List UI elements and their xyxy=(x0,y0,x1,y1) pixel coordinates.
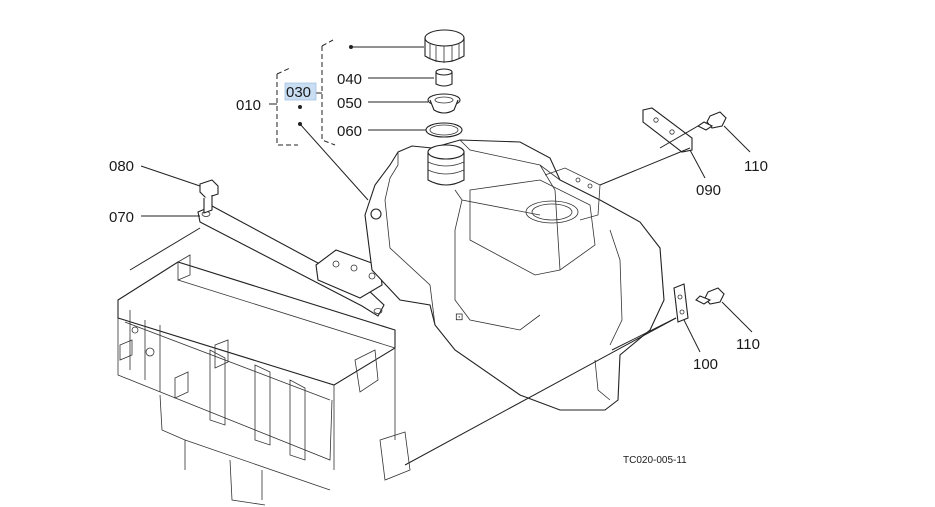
part-040-drawing xyxy=(435,68,453,87)
part-labels: 010 030 040 050 060 080 070 090 110 100 … xyxy=(109,71,768,466)
label-030-highlight xyxy=(284,82,317,101)
label-110-lower[interactable]: 110 xyxy=(736,336,760,353)
label-080[interactable]: 080 xyxy=(109,158,134,175)
label-060[interactable]: 060 xyxy=(337,123,362,140)
fuel-tank-drawing: ⊡ xyxy=(364,139,665,411)
label-100[interactable]: 100 xyxy=(693,356,718,373)
label-040[interactable]: 040 xyxy=(337,71,362,88)
gasket-060-drawing xyxy=(425,122,463,138)
drawing-code: TC020-005-11 xyxy=(623,455,687,466)
label-010[interactable]: 010 xyxy=(236,97,261,114)
leader-lines xyxy=(129,39,753,466)
bolt-110-upper-drawing xyxy=(696,111,727,131)
label-110-upper[interactable]: 110 xyxy=(744,158,768,175)
bracket-090-drawing xyxy=(642,107,693,153)
bolt-080-drawing xyxy=(199,179,219,214)
label-070[interactable]: 070 xyxy=(109,209,134,226)
fuel-cap-drawing xyxy=(424,29,465,63)
tank-mark: ⊡ xyxy=(455,312,463,323)
strainer-050-drawing xyxy=(427,93,461,114)
tank-strap-drawing xyxy=(197,205,385,317)
label-090[interactable]: 090 xyxy=(696,182,721,199)
label-030[interactable]: 030 xyxy=(286,84,311,101)
label-050[interactable]: 050 xyxy=(337,95,362,112)
bracket-100-drawing xyxy=(673,283,689,323)
frame-bracket-drawing xyxy=(117,254,411,506)
bolt-110-lower-drawing xyxy=(695,287,725,305)
